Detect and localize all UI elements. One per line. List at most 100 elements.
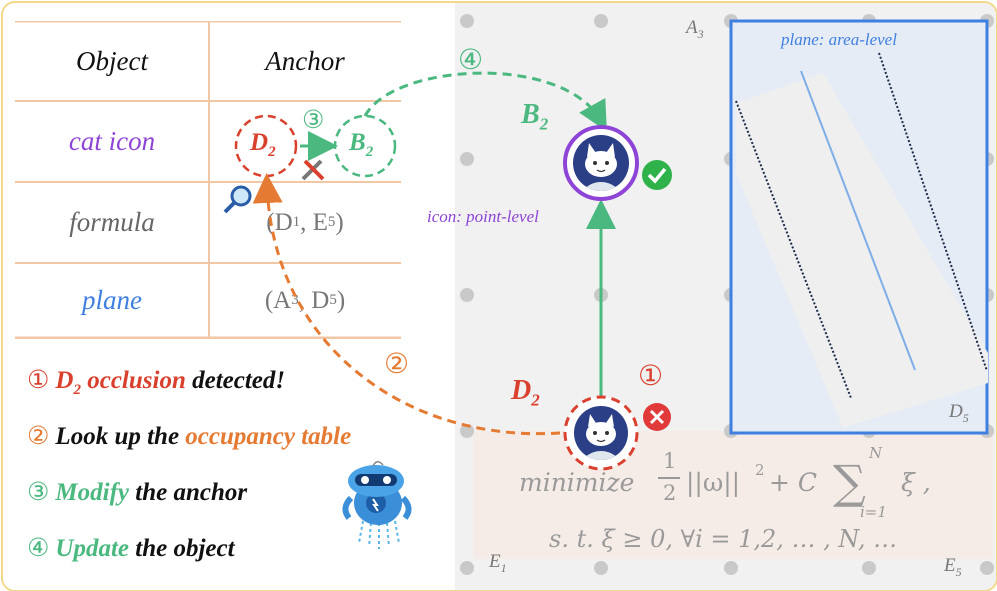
formula-sum-bottom: i=1 [860, 503, 887, 521]
grid-dot [460, 424, 474, 438]
grid-label-letter: E [944, 555, 956, 576]
grid-label-d5: D5 [949, 401, 969, 426]
step-2-marker: ② [384, 349, 410, 380]
grid-label-sub: 5 [962, 410, 969, 425]
anchor-sub-2: 5 [327, 214, 336, 230]
anchor-sub: 2 [539, 114, 549, 134]
formula-norm: ||ω|| [686, 468, 741, 497]
grid-dot [460, 14, 474, 28]
step-4-marker: ④ [458, 45, 484, 76]
row-cat-icon-object: cat icon [68, 126, 156, 156]
anchor-sub: 2 [268, 144, 276, 160]
grid-label-sub: 3 [697, 26, 704, 41]
step-3-marker: ③ [302, 107, 325, 134]
formula-frac-den: 2 [663, 481, 677, 505]
grid-dot [460, 152, 474, 166]
anchor-sub-1: 1 [292, 214, 301, 230]
row-formula-object: formula [69, 207, 155, 237]
anchor-sub: 2 [531, 390, 540, 410]
lookup-arrow [252, 173, 561, 436]
formula-plus-c: + C [769, 468, 818, 497]
grid-label-e1: E1 [489, 551, 507, 576]
step-part: detected! [185, 367, 286, 394]
step-part: the anchor [129, 479, 248, 506]
update-arrow [363, 71, 607, 132]
anchor-letter: B [521, 99, 540, 130]
diagram-canvas [223, 14, 994, 575]
step-part-sub: 2 [73, 382, 81, 398]
grid-dot [594, 14, 608, 28]
grid-label-letter: E [489, 551, 501, 572]
step-number: ① [27, 367, 50, 394]
anchor-mid: , E [300, 208, 328, 236]
step-part: Modify [55, 479, 130, 506]
step-number: ② [27, 423, 50, 450]
plane-level-label: plane: area-level [781, 30, 897, 49]
cat-icon-occluded [563, 395, 639, 471]
grid-label-sub: 1 [500, 560, 507, 575]
cat-icon-target [563, 125, 639, 201]
target-anchor-label: B2 [521, 99, 548, 135]
table-anchor-d2: D2 [250, 129, 276, 161]
anchor-letter: D [250, 129, 269, 156]
grid-dot [460, 288, 474, 302]
table-anchor-b2: B2 [349, 129, 373, 161]
anchor-letter: B [349, 129, 366, 156]
formula-frac-num: 1 [663, 449, 677, 473]
step-number: ④ [27, 535, 50, 562]
grid-label-sub: 5 [955, 564, 962, 579]
row-plane-object: plane [82, 285, 142, 315]
anchor-sub-2: 5 [329, 292, 337, 308]
robot-mascot-icon [342, 461, 412, 549]
grid-dot [460, 561, 474, 575]
anchor-close: ) [336, 286, 346, 314]
icon-level-label: icon: point-level [427, 207, 539, 226]
occluded-anchor-label: D2 [511, 375, 540, 411]
magnifier-icon [223, 185, 252, 214]
grid-dot [724, 561, 738, 575]
step-part: occlusion [80, 367, 186, 394]
plane-shape [736, 73, 988, 428]
header-object: Object [76, 45, 148, 76]
anchor-sub: 2 [365, 144, 374, 160]
formula-sum-top: N [869, 444, 883, 462]
step-part: the object [129, 535, 235, 562]
step-1-marker: ① [638, 361, 664, 392]
formula-minimize: minimize [519, 468, 635, 497]
formula-frac-bar [658, 477, 680, 479]
error-icon [643, 403, 671, 431]
anchor-close: ) [335, 208, 344, 236]
grid-dot [862, 561, 876, 575]
grid-label-letter: D [949, 401, 963, 422]
table-lines [15, 21, 401, 339]
formula-sum-symbol: ∑ [833, 455, 866, 509]
anchor-open: (A [264, 286, 292, 314]
step-part: D [55, 367, 74, 394]
tools-icon [301, 159, 325, 181]
grid-label-letter: A [686, 17, 698, 38]
step-number: ③ [27, 479, 50, 506]
grid-dot [594, 561, 608, 575]
header-anchor: Anchor [265, 45, 345, 76]
check-icon [642, 160, 672, 190]
anchor-d2-circle [234, 114, 298, 178]
plane-center-line [800, 70, 916, 371]
formula-region [473, 431, 993, 559]
grid-label-e5: E5 [944, 555, 962, 580]
plane-edge-left [735, 100, 852, 399]
step-part: Look up the [55, 423, 186, 450]
anchor-sub-1: 3 [291, 292, 299, 308]
formula-constraint: s. t. ξ ≥ 0, ∀i = 1,2, … , N, … [549, 525, 898, 553]
grid-label-a3: A3 [686, 17, 704, 42]
formula-norm-sup: 2 [755, 461, 765, 479]
anchor-letter: D [511, 375, 532, 406]
grid-dot [980, 561, 994, 575]
step-part: occupancy table [185, 423, 352, 450]
step-part: Update [55, 535, 130, 562]
